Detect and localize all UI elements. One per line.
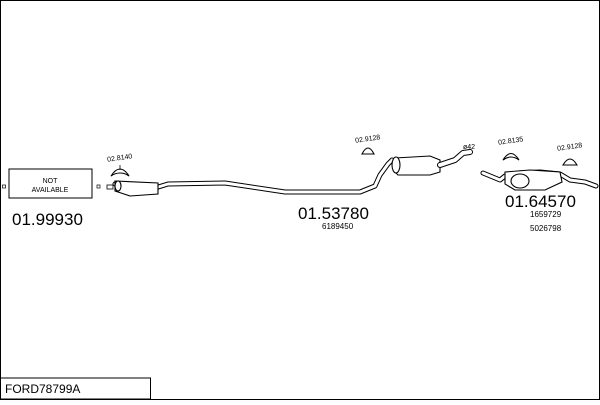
rear-clamp-a-icon	[502, 152, 520, 161]
front-muffler	[114, 180, 159, 197]
rear-clamp-b: 02.9128	[557, 142, 583, 166]
rear-part-code: 01.64570	[505, 192, 576, 211]
tailpipe-link-fill	[438, 150, 472, 167]
front-clamp-code: 02.8140	[107, 153, 133, 163]
front-part-code: 01.99930	[12, 210, 83, 229]
rear-clamp-a: 02.8135	[498, 136, 524, 161]
rear-clamp-b-code: 02.9128	[557, 142, 583, 152]
rear-clamp-b-icon	[562, 158, 578, 166]
middle-silencer-end	[391, 156, 401, 174]
intermediate-pipe	[106, 157, 395, 197]
middle-clamp: 02.9128	[355, 134, 381, 155]
box-right-marker	[96, 184, 101, 189]
rear-part-ref-2: 5026798	[530, 224, 562, 233]
rear-silencer	[480, 169, 599, 191]
not-available-line-2: AVAILABLE	[32, 187, 69, 194]
middle-part-code: 01.53780	[298, 204, 369, 223]
rear-silencer-end	[510, 173, 530, 189]
not-available-line-1: NOT	[43, 178, 59, 185]
middle-clamp-code: 02.9128	[355, 134, 381, 144]
middle-part-ref: 6189450	[322, 222, 354, 231]
clamp-icon	[110, 168, 130, 177]
title-box	[0, 377, 151, 400]
front-clamp: 02.8140	[107, 153, 133, 177]
pipe-diameter: ø42	[463, 144, 475, 151]
middle-clamp-icon	[361, 147, 375, 155]
front-flange	[114, 180, 122, 192]
middle-silencer: ø42	[391, 144, 475, 176]
rear-clamp-a-code: 02.8135	[498, 136, 524, 146]
box-left-marker	[2, 184, 6, 189]
diagram-title: FORD78799A	[5, 382, 80, 396]
pipe-end-marker	[106, 184, 114, 190]
front-pipe-not-available: NOT AVAILABLE	[2, 168, 101, 199]
rear-part-ref-1: 1659729	[530, 210, 562, 219]
not-available-box	[8, 168, 93, 199]
